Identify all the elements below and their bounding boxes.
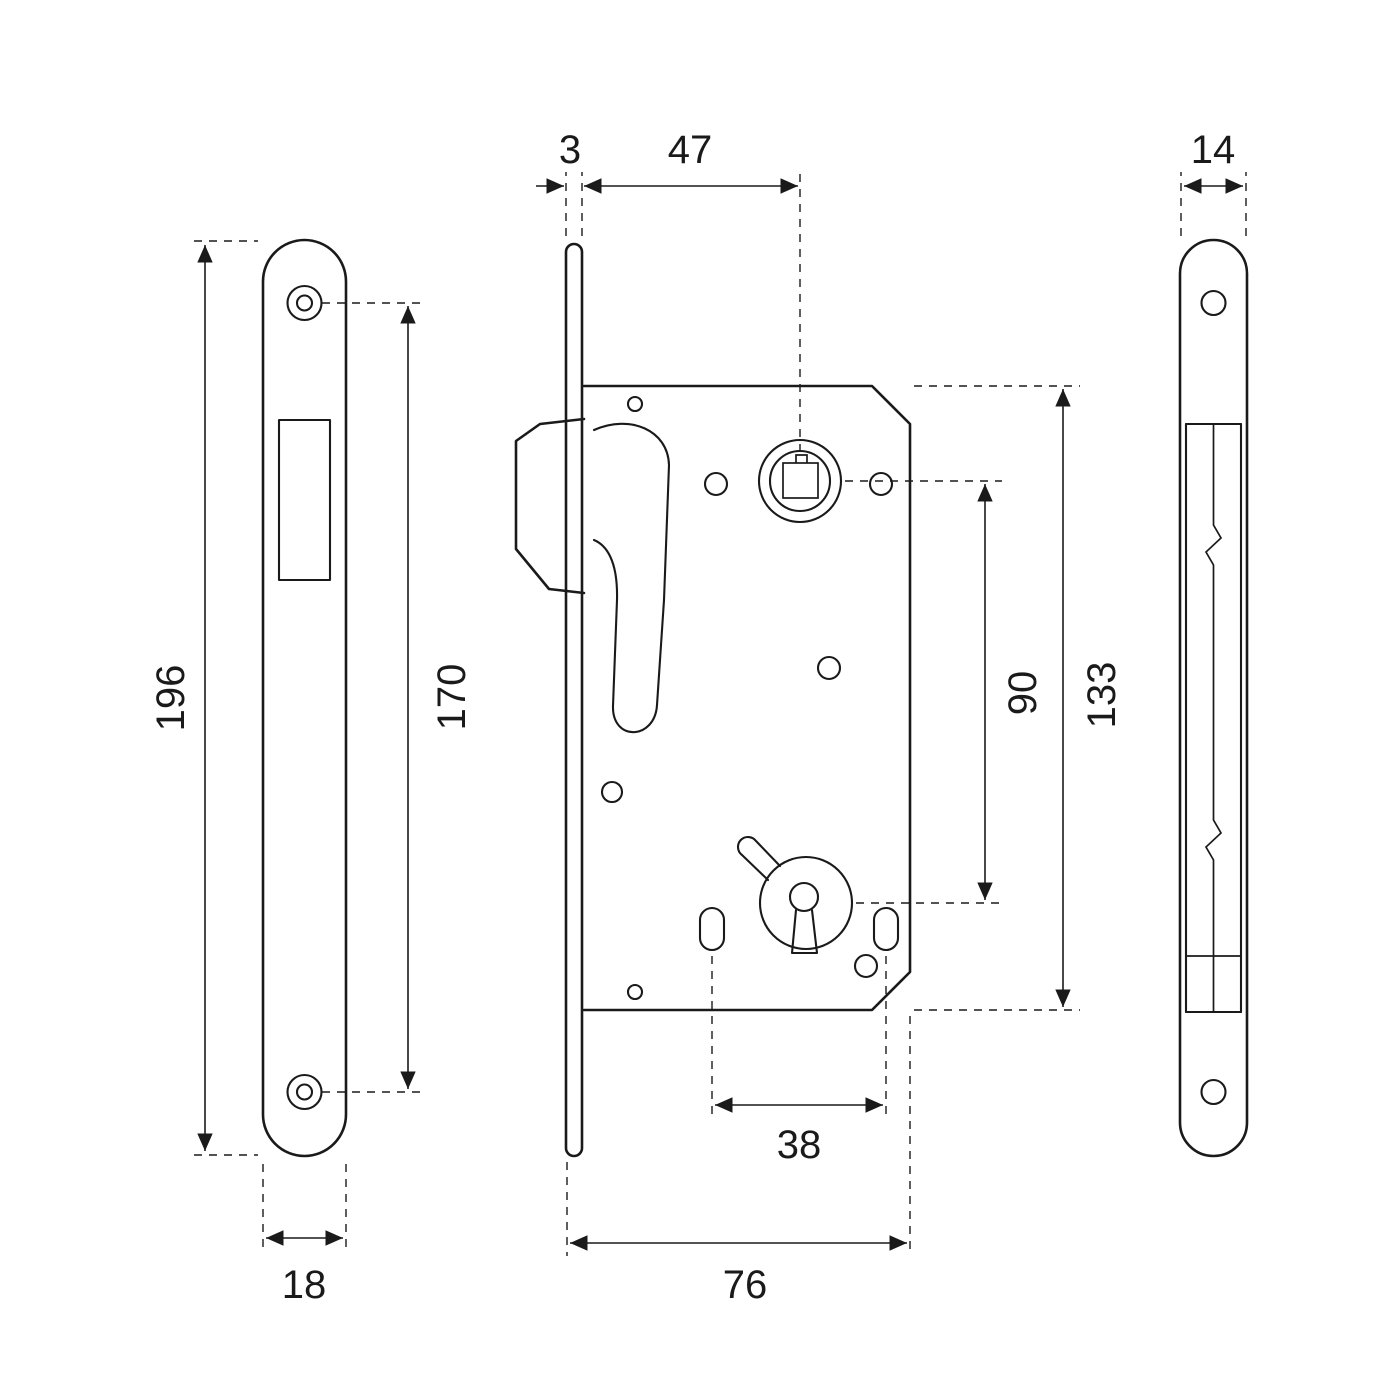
dimension-faceplate-height: 196 bbox=[149, 240, 258, 1156]
dim-label-faceplate-thickness: 3 bbox=[559, 128, 581, 172]
dim-label-backset: 47 bbox=[668, 128, 713, 172]
dimension-backset: 47 bbox=[584, 128, 801, 452]
fixing-hole-right-of-spindle bbox=[868, 471, 894, 497]
dimension-body-height: 133 bbox=[914, 385, 1124, 1011]
dimension-faceplate-width: 18 bbox=[262, 1164, 347, 1307]
rivet-hole-bottom bbox=[626, 983, 644, 1001]
dim-label-body-depth: 76 bbox=[723, 1263, 768, 1307]
side-screw-hole-bottom bbox=[1200, 1078, 1227, 1106]
dim-label-faceplate-width: 18 bbox=[282, 1263, 327, 1307]
dimension-side-width: 14 bbox=[1180, 128, 1247, 236]
side-body-sides bbox=[1184, 422, 1243, 1014]
spindle-inner-ring bbox=[768, 449, 832, 513]
side-faceplate-view bbox=[1178, 238, 1249, 1158]
spindle-notch bbox=[795, 454, 808, 463]
spindle-outer-ring bbox=[757, 438, 843, 524]
side-screw-hole-top bbox=[1200, 289, 1227, 317]
dim-label-body-height: 133 bbox=[1080, 662, 1124, 729]
faceplate-edge bbox=[564, 242, 584, 1158]
dim-label-lower-hole-spacing: 38 bbox=[777, 1123, 822, 1167]
side-seam-line bbox=[1204, 424, 1223, 1012]
lock-body-outline bbox=[582, 384, 912, 1012]
screw-hole-top-outer bbox=[286, 284, 323, 322]
privacy-turn-lever bbox=[737, 836, 782, 882]
oval-hole-left bbox=[698, 906, 726, 952]
spindle-square-hole bbox=[782, 462, 819, 499]
dim-label-spindle-to-key: 90 bbox=[1001, 671, 1045, 716]
faceplate-outline bbox=[261, 238, 348, 1158]
dimension-screw-hole-spacing: 170 bbox=[322, 302, 474, 1093]
dimension-faceplate-thickness: 3 bbox=[536, 128, 583, 236]
dimension-spindle-to-key: 90 bbox=[845, 480, 1045, 904]
latch-lever bbox=[592, 422, 671, 734]
fixing-hole-left-of-spindle bbox=[703, 471, 729, 497]
privacy-turn-hub bbox=[758, 855, 854, 951]
rivet-hole-top bbox=[626, 395, 644, 413]
oval-hole-right bbox=[872, 906, 900, 952]
dimension-lower-hole-spacing: 38 bbox=[711, 956, 887, 1167]
dimension-body-depth: 76 bbox=[566, 1016, 911, 1307]
lock-body-view bbox=[514, 242, 912, 1158]
screw-hole-top-inner bbox=[295, 294, 314, 312]
fixing-hole-near-faceplate bbox=[600, 780, 624, 804]
dim-label-side-width: 14 bbox=[1191, 128, 1236, 172]
keyhole-stem bbox=[790, 908, 819, 955]
screw-hole-bottom-inner bbox=[295, 1083, 314, 1101]
latch-bolt bbox=[514, 417, 586, 595]
keyhole-circle bbox=[788, 881, 820, 913]
front-faceplate-view bbox=[261, 238, 348, 1158]
fixing-hole-middle bbox=[816, 655, 842, 681]
latch-window bbox=[277, 418, 332, 582]
dim-label-faceplate-height: 196 bbox=[149, 665, 193, 732]
dim-label-screw-hole-spacing: 170 bbox=[430, 664, 474, 731]
keyhole-assembly bbox=[737, 836, 854, 955]
screw-hole-bottom-outer bbox=[286, 1073, 323, 1111]
spindle-follower bbox=[757, 438, 843, 524]
side-faceplate-outline bbox=[1178, 238, 1249, 1158]
fixing-hole-bottom-right bbox=[853, 953, 879, 979]
